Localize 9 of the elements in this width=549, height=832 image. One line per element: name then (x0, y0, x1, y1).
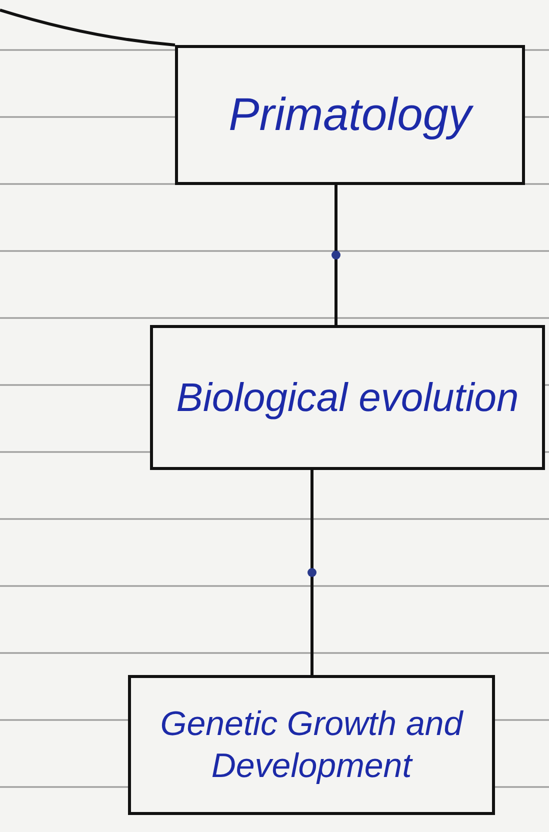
connector-line (334, 185, 338, 325)
connector-line (310, 470, 314, 675)
process-box (150, 325, 545, 470)
process-box (128, 675, 495, 815)
box-label: Genetic Growth and Development (159, 704, 464, 787)
process-box (175, 45, 525, 185)
box-label: Primatology (228, 87, 472, 142)
connector-line (0, 8, 176, 46)
box-label: Biological evolution (176, 374, 519, 422)
